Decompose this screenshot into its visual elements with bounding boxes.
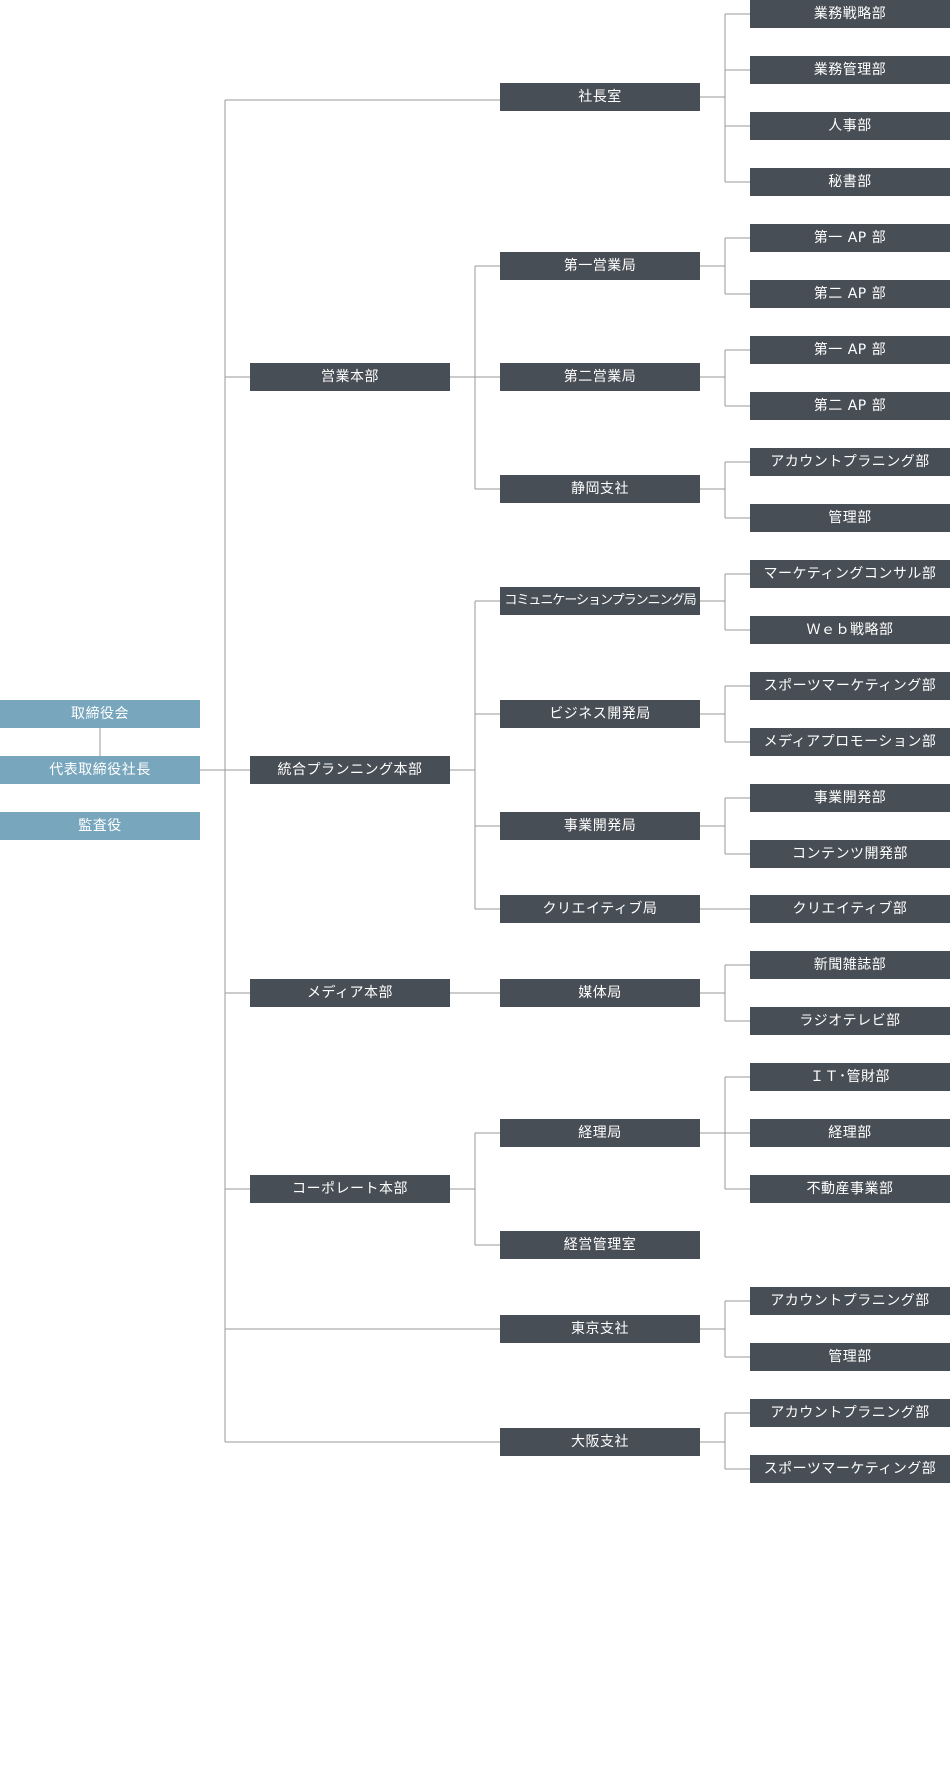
hr-dept-box: 人事部 [750, 112, 950, 140]
newspaper-magazine-dept-box: 新聞雑誌部 [750, 951, 950, 979]
web-strategy-dept-box: Ｗｅｂ戦略部 [750, 616, 950, 644]
accounting-dept-box: 経理部 [750, 1119, 950, 1147]
shizuoka-branch-box: 静岡支社 [500, 475, 700, 503]
business-strategy-dept-box: 業務戦略部 [750, 0, 950, 28]
integrated-planning-headquarters-box: 統合プランニング本部 [250, 756, 450, 784]
media-headquarters-box: メディア本部 [250, 979, 450, 1007]
account-planning-dept-box: アカウントプラニング部 [750, 448, 950, 476]
corporate-headquarters-box: コーポレート本部 [250, 1175, 450, 1203]
content-development-dept-box: コンテンツ開発部 [750, 840, 950, 868]
president-box: 代表取締役社長 [0, 756, 200, 784]
second-ap-dept-box: 第二 AP 部 [750, 280, 950, 308]
radio-tv-dept-box: ラジオテレビ部 [750, 1007, 950, 1035]
creative-dept-box: クリエイティブ部 [750, 895, 950, 923]
administration-dept-box: 管理部 [750, 1343, 950, 1371]
marketing-consulting-dept-box: マーケティングコンサル部 [750, 560, 950, 588]
account-planning-dept-box: アカウントプラニング部 [750, 1399, 950, 1427]
enterprise-development-bureau-box: 事業開発局 [500, 812, 700, 840]
accounting-bureau-box: 経理局 [500, 1119, 700, 1147]
enterprise-development-dept-box: 事業開発部 [750, 784, 950, 812]
business-development-bureau-box: ビジネス開発局 [500, 700, 700, 728]
president-office-box: 社長室 [500, 83, 700, 111]
business-management-dept-box: 業務管理部 [750, 56, 950, 84]
media-bureau-box: 媒体局 [500, 979, 700, 1007]
first-sales-bureau-box: 第一営業局 [500, 252, 700, 280]
sports-marketing-dept-box: スポーツマーケティング部 [750, 1455, 950, 1483]
osaka-branch-box: 大阪支社 [500, 1428, 700, 1456]
communication-planning-bureau-box: コミュニケーションプランニング局 [500, 587, 700, 615]
second-ap-dept-box: 第二 AP 部 [750, 392, 950, 420]
board-box: 取締役会 [0, 700, 200, 728]
creative-bureau-box: クリエイティブ局 [500, 895, 700, 923]
media-promotion-dept-box: メディアプロモーション部 [750, 728, 950, 756]
secretary-dept-box: 秘書部 [750, 168, 950, 196]
it-asset-dept-box: ＩＴ･管財部 [750, 1063, 950, 1091]
real-estate-dept-box: 不動産事業部 [750, 1175, 950, 1203]
auditor-box: 監査役 [0, 812, 200, 840]
account-planning-dept-box: アカウントプラニング部 [750, 1287, 950, 1315]
tokyo-branch-box: 東京支社 [500, 1315, 700, 1343]
first-ap-dept-box: 第一 AP 部 [750, 336, 950, 364]
administration-dept-box: 管理部 [750, 504, 950, 532]
second-sales-bureau-box: 第二営業局 [500, 363, 700, 391]
management-office-box: 経営管理室 [500, 1231, 700, 1259]
sales-headquarters-box: 営業本部 [250, 363, 450, 391]
first-ap-dept-box: 第一 AP 部 [750, 224, 950, 252]
sports-marketing-dept-box: スポーツマーケティング部 [750, 672, 950, 700]
